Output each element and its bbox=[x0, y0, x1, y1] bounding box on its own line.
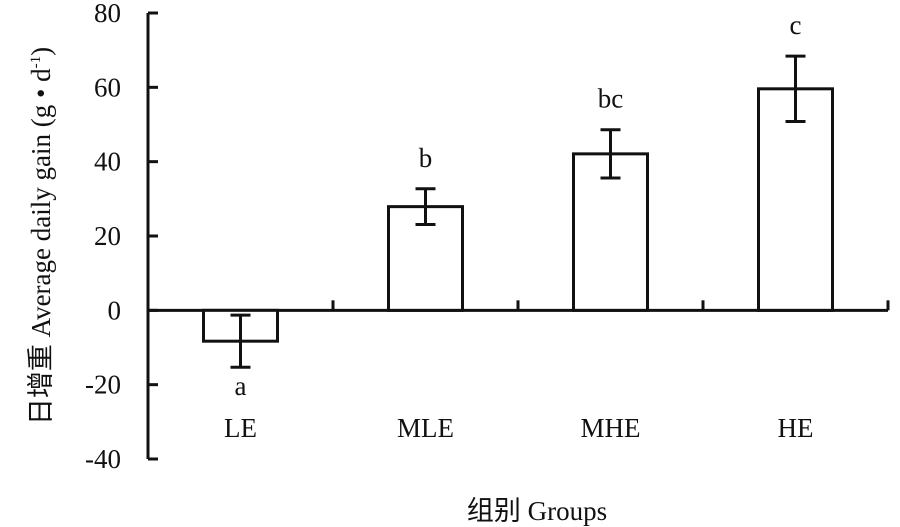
x-axis-label: 组别 Groups bbox=[467, 496, 607, 526]
y-tick-label: -40 bbox=[85, 444, 121, 474]
y-tick-label: 60 bbox=[94, 72, 121, 102]
x-tick-label: MHE bbox=[581, 413, 641, 443]
bar-he bbox=[757, 87, 834, 312]
x-tick-label: LE bbox=[224, 413, 257, 443]
significance-label: b bbox=[419, 143, 433, 173]
y-tick-label: 40 bbox=[94, 147, 121, 177]
y-axis-label-main: 日增重 Average daily gain (g • d bbox=[26, 68, 56, 425]
y-axis-label-superscript: -1 bbox=[28, 56, 44, 69]
x-tick-label: MLE bbox=[397, 413, 454, 443]
x-tick-label: HE bbox=[778, 413, 814, 443]
y-tick-label: 20 bbox=[94, 221, 121, 251]
bar-mhe bbox=[572, 152, 649, 312]
significance-label: c bbox=[790, 10, 802, 40]
y-axis-label: 日增重 Average daily gain (g • d-1) bbox=[26, 47, 56, 425]
y-tick-label: 80 bbox=[94, 0, 121, 28]
significance-label: bc bbox=[598, 84, 624, 114]
y-tick-label: -20 bbox=[85, 370, 121, 400]
y-tick-label: 0 bbox=[108, 295, 122, 325]
significance-label: a bbox=[235, 371, 247, 401]
y-axis-label-close: ) bbox=[26, 47, 56, 56]
